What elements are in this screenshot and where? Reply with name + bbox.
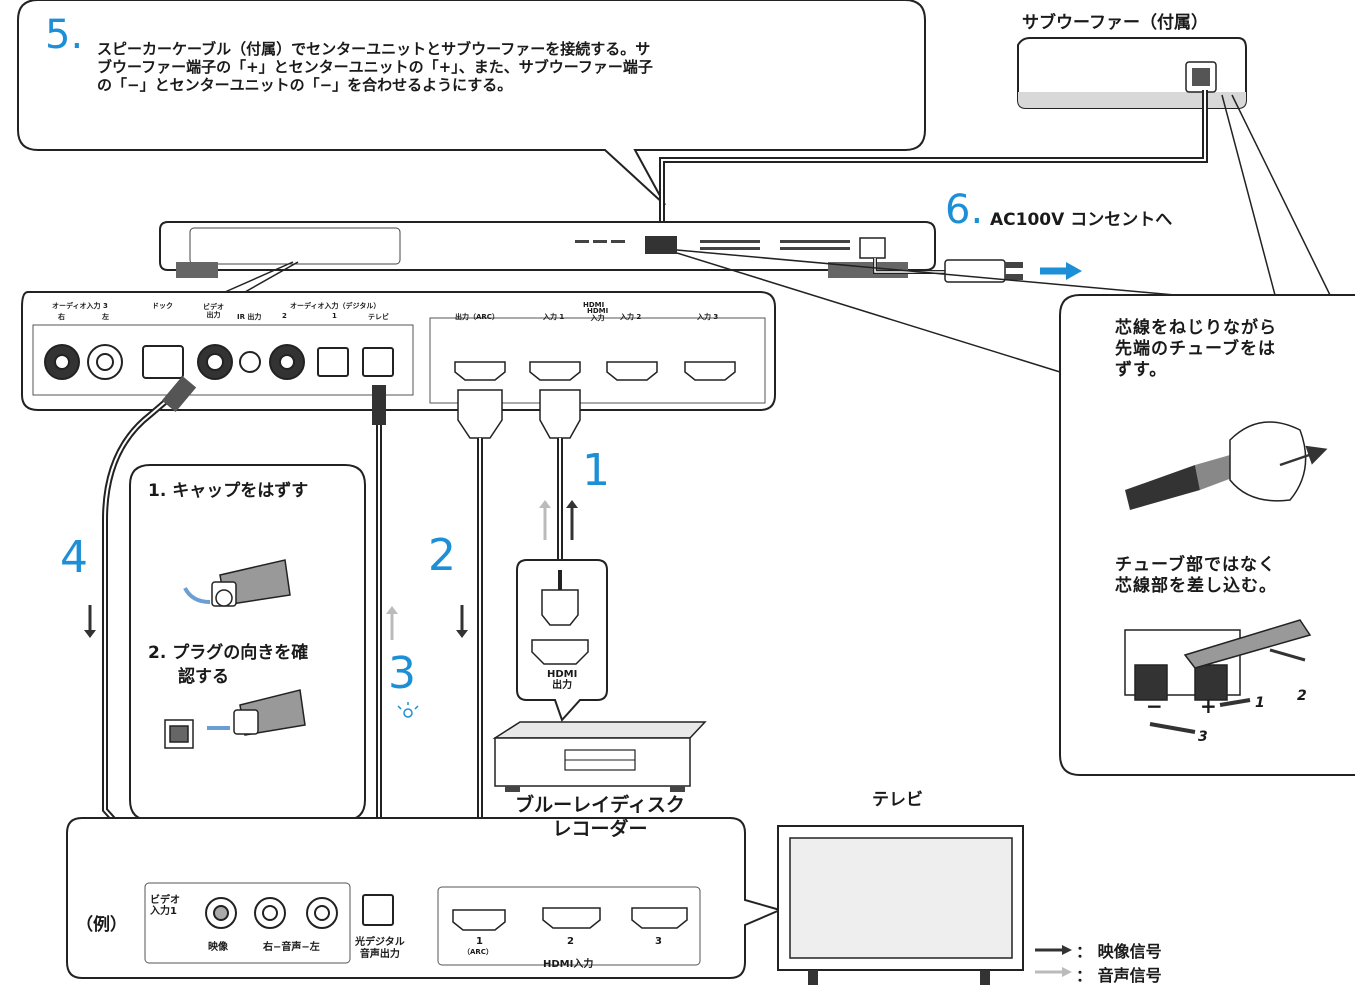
bd-hdmi-out-label: HDMI 出力 <box>547 669 577 691</box>
tv-set <box>777 825 1024 985</box>
legend-video-signal: ： 映像信号 <box>1076 942 1162 961</box>
optical-plug-illustration <box>164 559 306 749</box>
tv-label: テレビ <box>872 790 923 810</box>
tv-example-label: （例） <box>76 915 127 935</box>
tv-hdmi1: 1 <box>476 936 483 947</box>
label-hdmi-in: HDMI 入力 <box>587 307 609 322</box>
detail-text-insert-line1: チューブ部ではなく <box>1115 555 1276 575</box>
bd-hdmi-out-line1: HDMI <box>547 669 578 680</box>
tv-optical-out-label: 光デジタル 音声出力 <box>355 937 405 961</box>
bd-recorder-name-line1: ブルーレイディスク <box>515 794 685 816</box>
bd-hdmi-out-line2: 出力 <box>552 680 573 691</box>
step-number-2: 2 <box>428 530 456 581</box>
tv-hdmi3: 3 <box>655 936 662 947</box>
optical-step1: 1. キャップをはずす <box>148 481 309 501</box>
tv-hdmi2: 2 <box>567 936 574 947</box>
legend-arrows <box>1035 945 1072 977</box>
detail-text-twist-line1: 芯線をねじりながら <box>1115 318 1277 338</box>
label-hdmi-in1: 入力 1 <box>543 313 565 321</box>
label-hdmi-in3: 入力 3 <box>697 313 719 321</box>
step6-number: 6. <box>945 187 984 233</box>
ir-glyph <box>397 702 419 718</box>
bd-recorder-name: ブルーレイディスク レコーダー <box>505 793 695 841</box>
twist-illustration <box>1125 421 1328 510</box>
subwoofer-label: サブウーファー（付属） <box>1022 13 1208 33</box>
label-left: 左 <box>102 313 109 321</box>
optical-step2-line2: 認する <box>178 667 229 687</box>
step5-text-line2: ブウーファー端子の「+」とセンターユニットの「+」、また、サブウーファー端子 <box>97 58 653 76</box>
label-video-out: ビデオ 出力 <box>203 303 224 319</box>
terminal-illustration <box>1124 619 1312 734</box>
step5-text-line1: スピーカーケーブル（付属）でセンターユニットとサブウーファーを接続する。サ <box>97 40 651 58</box>
label-digital-tv: テレビ <box>368 313 389 321</box>
legend-audio-signal: ： 音声信号 <box>1076 966 1162 985</box>
signal-arrows <box>84 500 578 640</box>
step5-callout-bubble <box>17 0 926 206</box>
label-digital-2: 2 <box>282 312 287 320</box>
tv-video-in1: ビデオ 入力1 <box>150 895 180 917</box>
tv-optical-out-line2: 音声出力 <box>359 949 400 960</box>
tv-hdmi1-arc: （ARC） <box>463 948 493 956</box>
terminal-plus: + <box>1200 694 1217 718</box>
tv-hdmi-in-label: HDMI入力 <box>543 959 594 970</box>
label-hdmi-header: HDMI <box>583 301 605 309</box>
step5-text-line3: の「−」とセンターユニットの「−」を合わせるようにする。 <box>97 76 513 94</box>
bd-recorder <box>492 721 707 792</box>
step5-number: 5. <box>45 12 84 58</box>
bd-recorder-name-line2: レコーダー <box>552 818 648 840</box>
detail-text-insert: チューブ部ではなく 芯線部を差し込む。 <box>1115 555 1277 597</box>
detail-text-twist-line2: 先端のチューブをは <box>1115 339 1276 359</box>
label-audio-in-digital: オーディオ入力（デジタル） <box>290 302 381 310</box>
label-ir-out: IR 出力 <box>237 313 262 321</box>
label-digital-1: 1 <box>332 312 337 320</box>
detail-text-insert-line2: 芯線部を差し込む。 <box>1115 576 1277 596</box>
step6-text: AC100V コンセントへ <box>990 210 1173 230</box>
tv-video-label: 映像 <box>208 942 228 953</box>
step-number-3: 3 <box>388 648 416 699</box>
arrow-label-1: 1 <box>1255 695 1265 711</box>
subwoofer <box>1017 37 1247 109</box>
tv-audio-rl-label: 右−音声−左 <box>263 942 320 953</box>
ac-plug <box>944 259 1006 283</box>
step-number-4: 4 <box>60 532 88 583</box>
label-hdmi-in2: 入力 2 <box>620 313 642 321</box>
step5-text: スピーカーケーブル（付属）でセンターユニットとサブウーファーを接続する。サ ブウ… <box>97 40 653 94</box>
label-dock: ドック <box>152 302 173 310</box>
terminal-minus: − <box>1146 694 1163 718</box>
detail-text-twist: 芯線をねじりながら 先端のチューブをは ずす。 <box>1115 318 1277 381</box>
tv-optical-out-line1: 光デジタル <box>355 937 405 948</box>
label-hdmi-out-arc: 出力（ARC） <box>455 313 499 321</box>
label-right: 右 <box>58 313 65 321</box>
label-audio-in3: オーディオ入力 3 <box>52 302 108 310</box>
arrow-label-3: 3 <box>1198 729 1208 745</box>
detail-text-twist-line3: ずす。 <box>1115 360 1168 380</box>
optical-step2-line1: 2. プラグの向きを確 <box>148 643 309 663</box>
arrow-label-2: 2 <box>1297 688 1307 704</box>
step-number-1: 1 <box>582 445 610 496</box>
